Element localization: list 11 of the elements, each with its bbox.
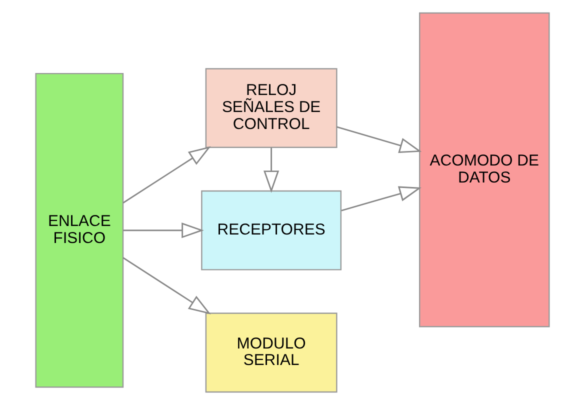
- arrow: [122, 146, 210, 204]
- arrow: [122, 222, 204, 238]
- node-box: ENLACE FISICO: [34, 72, 124, 388]
- node-box: RELOJ SEÑALES DE CONTROL: [204, 68, 337, 148]
- arrow: [336, 126, 422, 154]
- arrow: [122, 257, 210, 314]
- node-box: ACOMODO DE DATOS: [418, 12, 550, 328]
- node-box: MODULO SERIAL: [204, 312, 337, 393]
- arrow: [340, 186, 422, 212]
- arrow: [263, 147, 279, 193]
- node-box: RECEPTORES: [200, 190, 342, 270]
